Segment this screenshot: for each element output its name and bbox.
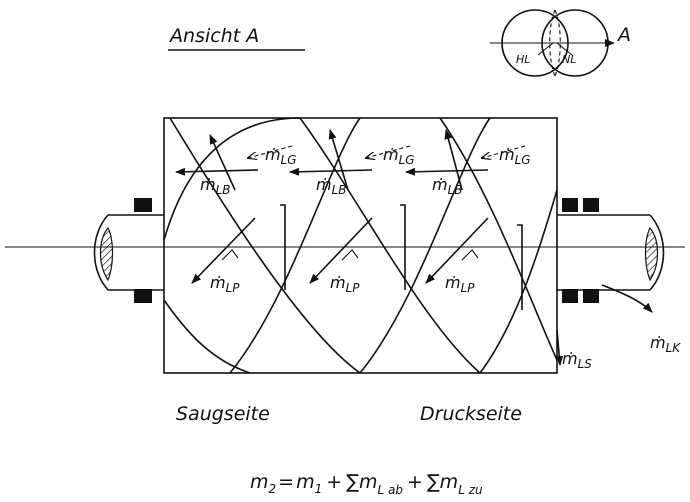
leak-arrows-profile [191, 217, 489, 284]
label-m-lb-2: ṁLB [316, 175, 347, 197]
label-m-ls: ṁLS [562, 349, 592, 371]
shaft-left [93, 214, 164, 291]
view-marker: A HL NL [490, 9, 631, 77]
pressure-side-label: Druckseite [420, 403, 522, 425]
label-m-lp-2: ṁLP [330, 273, 360, 295]
leak-arrow-seal [555, 329, 564, 366]
gate-rotor-label: NL [562, 53, 576, 66]
view-letter: A [616, 24, 631, 46]
label-m-lg-2: ṁLG [383, 145, 415, 167]
label-m-lb-3: ṁLB [432, 175, 463, 197]
mass-balance-equation: m2=m1+∑mL ab+∑mL zu [250, 471, 483, 497]
label-m-lp-3: ṁLP [445, 273, 475, 295]
label-m-lk: ṁLK [650, 333, 681, 355]
suction-side-label: Saugseite [176, 403, 270, 425]
leak-arrows-blowhole [175, 167, 489, 176]
label-m-lb-1: ṁLB [200, 175, 231, 197]
seal-blocks [134, 198, 599, 303]
profile-gaps [221, 204, 523, 310]
view-title: Ansicht A [168, 25, 259, 47]
main-rotor-label: HL [516, 53, 530, 66]
label-m-lp-1: ṁLP [210, 273, 240, 295]
label-m-lg-1: ṁLG [265, 145, 297, 167]
label-group-gap: ṁLG ṁLG ṁLG [265, 145, 531, 167]
leak-arrows-diagonal [209, 129, 463, 191]
hl-pointer [537, 42, 554, 56]
label-m-lg-3: ṁLG [499, 145, 531, 167]
shaft-right [557, 214, 665, 291]
label-group-profile: ṁLP ṁLP ṁLP [210, 273, 475, 295]
rotor-helices [163, 117, 558, 374]
nl-pointer [556, 42, 573, 56]
shaft-left-section [99, 226, 114, 282]
leak-arrows-gap [248, 145, 526, 158]
label-group-blowhole: ṁLB ṁLB ṁLB [200, 175, 463, 197]
leak-arrow-housing [601, 284, 653, 313]
shaft-right-section [644, 226, 659, 282]
